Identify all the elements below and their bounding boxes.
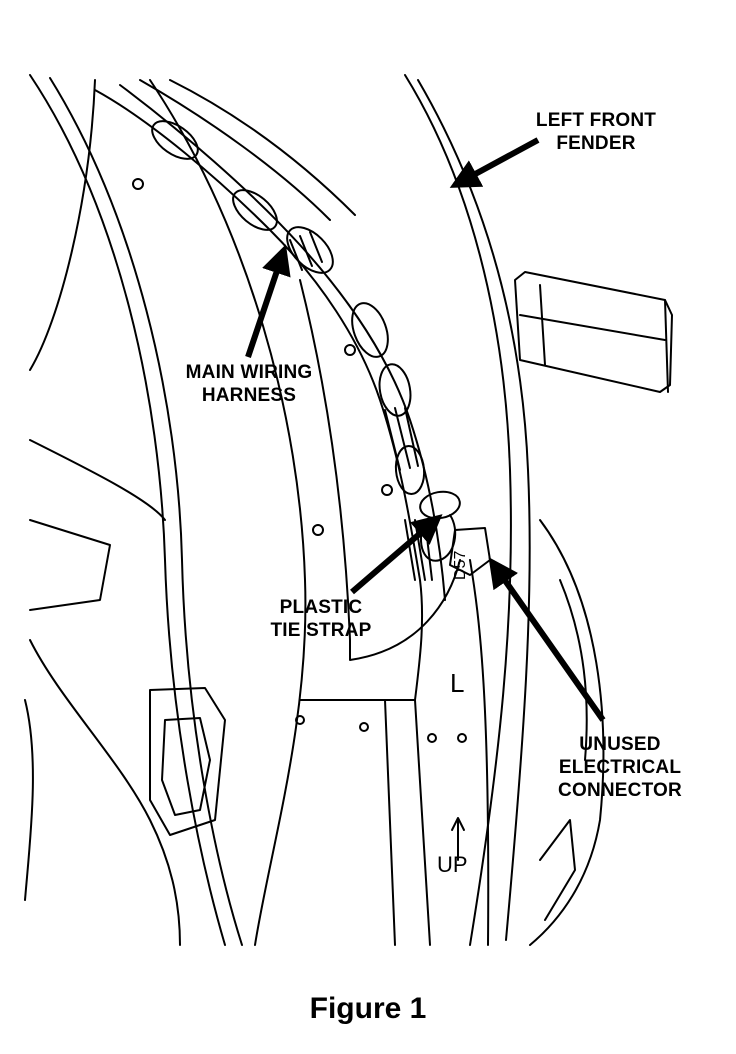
wiring-harness (94, 89, 424, 701)
arrow-fender (449, 137, 540, 188)
side-letter: L (450, 668, 465, 698)
callout-line: CONNECTOR (558, 780, 682, 801)
tie-strap (419, 490, 461, 520)
callout-line: ELECTRICAL (558, 757, 682, 778)
callout-line: FENDER (556, 133, 636, 154)
callout-unused-electrical-connector: UNUSED ELECTRICAL CONNECTOR (540, 733, 700, 802)
mirror (514, 271, 673, 393)
lower-bracket (149, 687, 226, 836)
arrow-connector (488, 557, 606, 722)
callout-line: LEFT FRONT (535, 110, 657, 131)
arrow-tie-strap (350, 514, 443, 595)
callout-line: TIE STRAP (270, 620, 372, 641)
figure-caption: Figure 1 (309, 992, 427, 1025)
callout-line: MAIN WIRING (185, 362, 313, 383)
callout-line: PLASTIC (279, 597, 363, 618)
unused-connector (449, 527, 491, 576)
callout-line: UNUSED (579, 734, 661, 755)
part-code: D57 (452, 550, 469, 580)
callout-line: HARNESS (201, 385, 297, 406)
callout-main-wiring-harness: MAIN WIRING HARNESS (164, 361, 334, 407)
arrow-harness (245, 244, 291, 358)
up-label: UP (437, 852, 468, 877)
callout-left-front-fender: LEFT FRONT FENDER (516, 109, 676, 155)
callout-plastic-tie-strap: PLASTIC TIE STRAP (258, 596, 384, 642)
